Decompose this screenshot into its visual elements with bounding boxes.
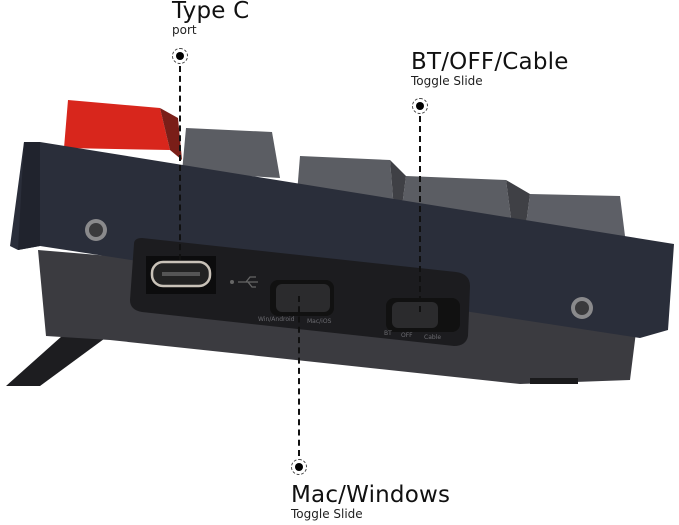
usb-icon — [230, 280, 234, 284]
kickstand-foot — [6, 336, 108, 386]
callout-os-subtitle: Toggle Slide — [291, 507, 363, 521]
keyboard-frame — [10, 142, 674, 338]
red-keycap — [64, 100, 170, 150]
conn-cable-label: Cable — [424, 334, 442, 341]
callout-bt-title: BT/OFF/Cable — [411, 49, 569, 75]
os-left-label: Win/Android — [258, 316, 295, 323]
callout-os-toggle: Mac/Windows Toggle Slide — [291, 483, 450, 521]
leader-line-os — [298, 296, 300, 456]
callout-type-c-subtitle: port — [172, 23, 197, 37]
callout-type-c-title: Type C — [172, 0, 250, 24]
callout-bt-subtitle: Toggle Slide — [411, 74, 483, 88]
conn-off-label: OFF — [401, 332, 413, 339]
leader-line-type-c — [179, 66, 181, 260]
callout-type-c: Type C port — [172, 0, 249, 37]
callout-marker-icon — [172, 48, 188, 64]
callout-os-title: Mac/Windows — [291, 482, 451, 508]
grey-keycap — [182, 128, 280, 178]
os-right-label: Mac/iOS — [307, 318, 332, 325]
callout-bt-toggle: BT/OFF/Cable Toggle Slide — [411, 50, 569, 88]
callout-marker-icon — [291, 459, 307, 475]
callout-marker-icon — [412, 98, 428, 114]
leader-line-bt — [419, 116, 421, 312]
conn-bt-label: BT — [384, 330, 392, 337]
